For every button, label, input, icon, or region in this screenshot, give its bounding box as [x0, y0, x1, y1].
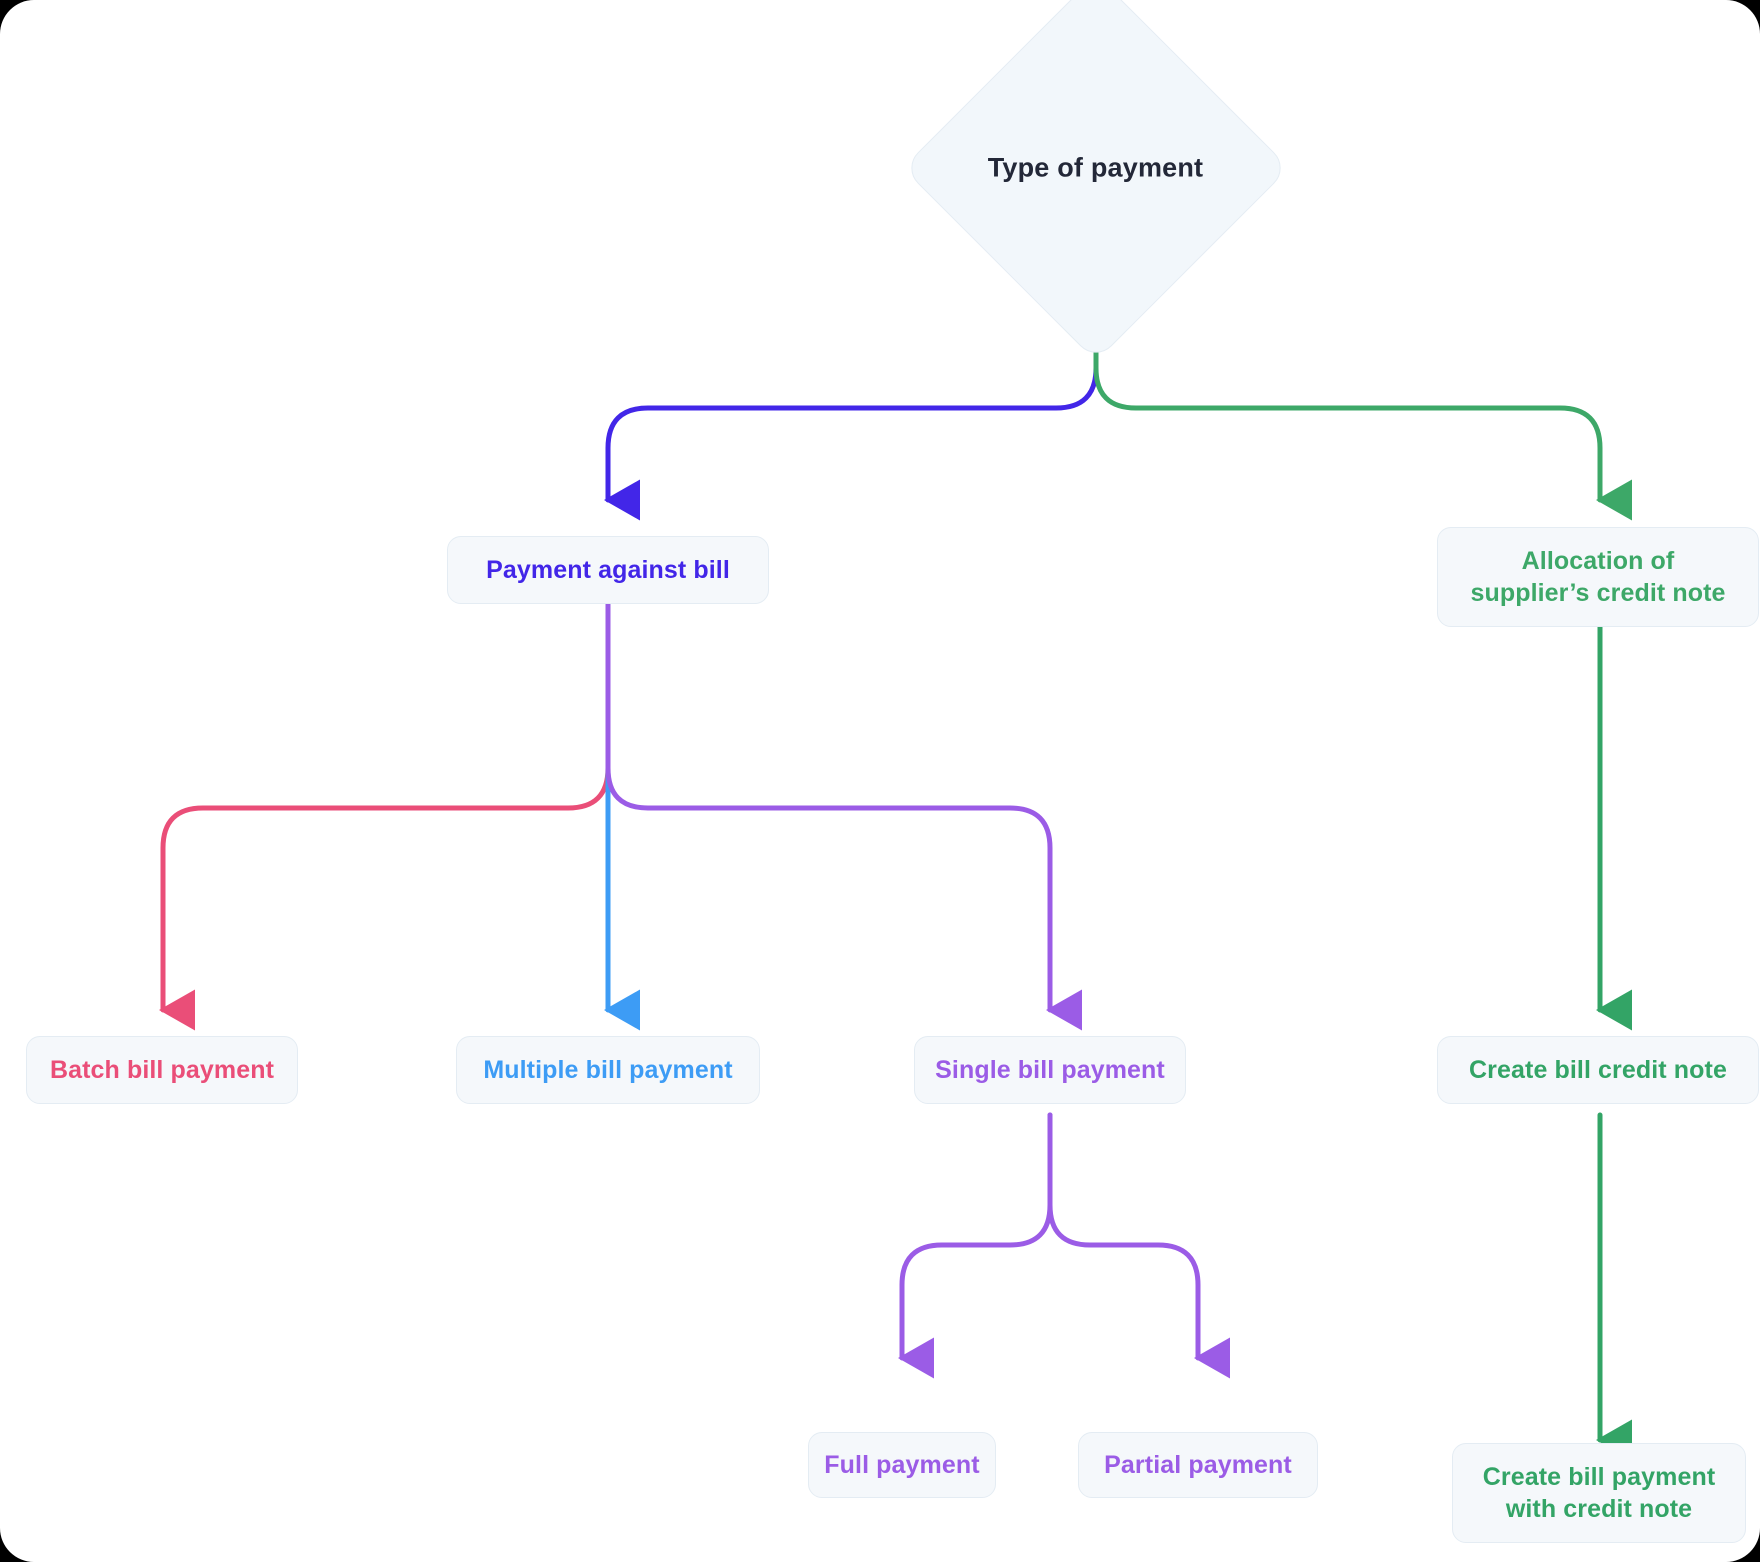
edge-type-of-payment-to-payment-against-bill [603, 315, 1099, 521]
node-single-bill-payment[interactable]: Single bill payment [914, 1036, 1186, 1104]
node-payment-against-bill-label: Payment against bill [486, 556, 730, 584]
node-multiple-bill-payment-label: Multiple bill payment [483, 1056, 733, 1084]
edge-payment-against-bill-to-single-bill-payment [605, 602, 1082, 1031]
node-allocation-of-suppliers-credit-note-label: Allocation of supplier’s credit note [1470, 547, 1726, 607]
node-create-bill-credit-note[interactable]: Create bill credit note [1437, 1036, 1759, 1104]
node-allocation-of-suppliers-credit-note[interactable]: Allocation of supplier’s credit note [1437, 527, 1759, 627]
edge-single-bill-payment-to-full-payment [897, 1112, 1053, 1379]
node-batch-bill-payment-label: Batch bill payment [49, 1056, 275, 1084]
node-create-bill-payment-with-credit-note[interactable]: Create bill payment with credit note [1452, 1443, 1746, 1543]
node-payment-against-bill[interactable]: Payment against bill [447, 536, 769, 604]
node-partial-payment[interactable]: Partial payment [1078, 1432, 1318, 1498]
node-create-bill-payment-with-credit-note-label: Create bill payment with credit note [1482, 1463, 1716, 1523]
node-create-bill-credit-note-label: Create bill credit note [1469, 1056, 1727, 1084]
edge-payment-against-bill-to-batch-bill-payment [158, 602, 611, 1031]
node-full-payment[interactable]: Full payment [808, 1432, 996, 1498]
node-multiple-bill-payment[interactable]: Multiple bill payment [456, 1036, 760, 1104]
edge-single-bill-payment-to-partial-payment [1047, 1112, 1230, 1379]
node-full-payment-label: Full payment [824, 1451, 980, 1479]
node-partial-payment-label: Partial payment [1104, 1451, 1292, 1479]
node-type-of-payment-label: Type of payment [988, 152, 1204, 183]
edge-type-of-payment-to-allocation-of-suppliers-credit-note [1093, 315, 1632, 521]
node-batch-bill-payment[interactable]: Batch bill payment [26, 1036, 298, 1104]
node-single-bill-payment-label: Single bill payment [935, 1056, 1165, 1084]
node-type-of-payment[interactable]: Type of payment [902, 0, 1290, 362]
